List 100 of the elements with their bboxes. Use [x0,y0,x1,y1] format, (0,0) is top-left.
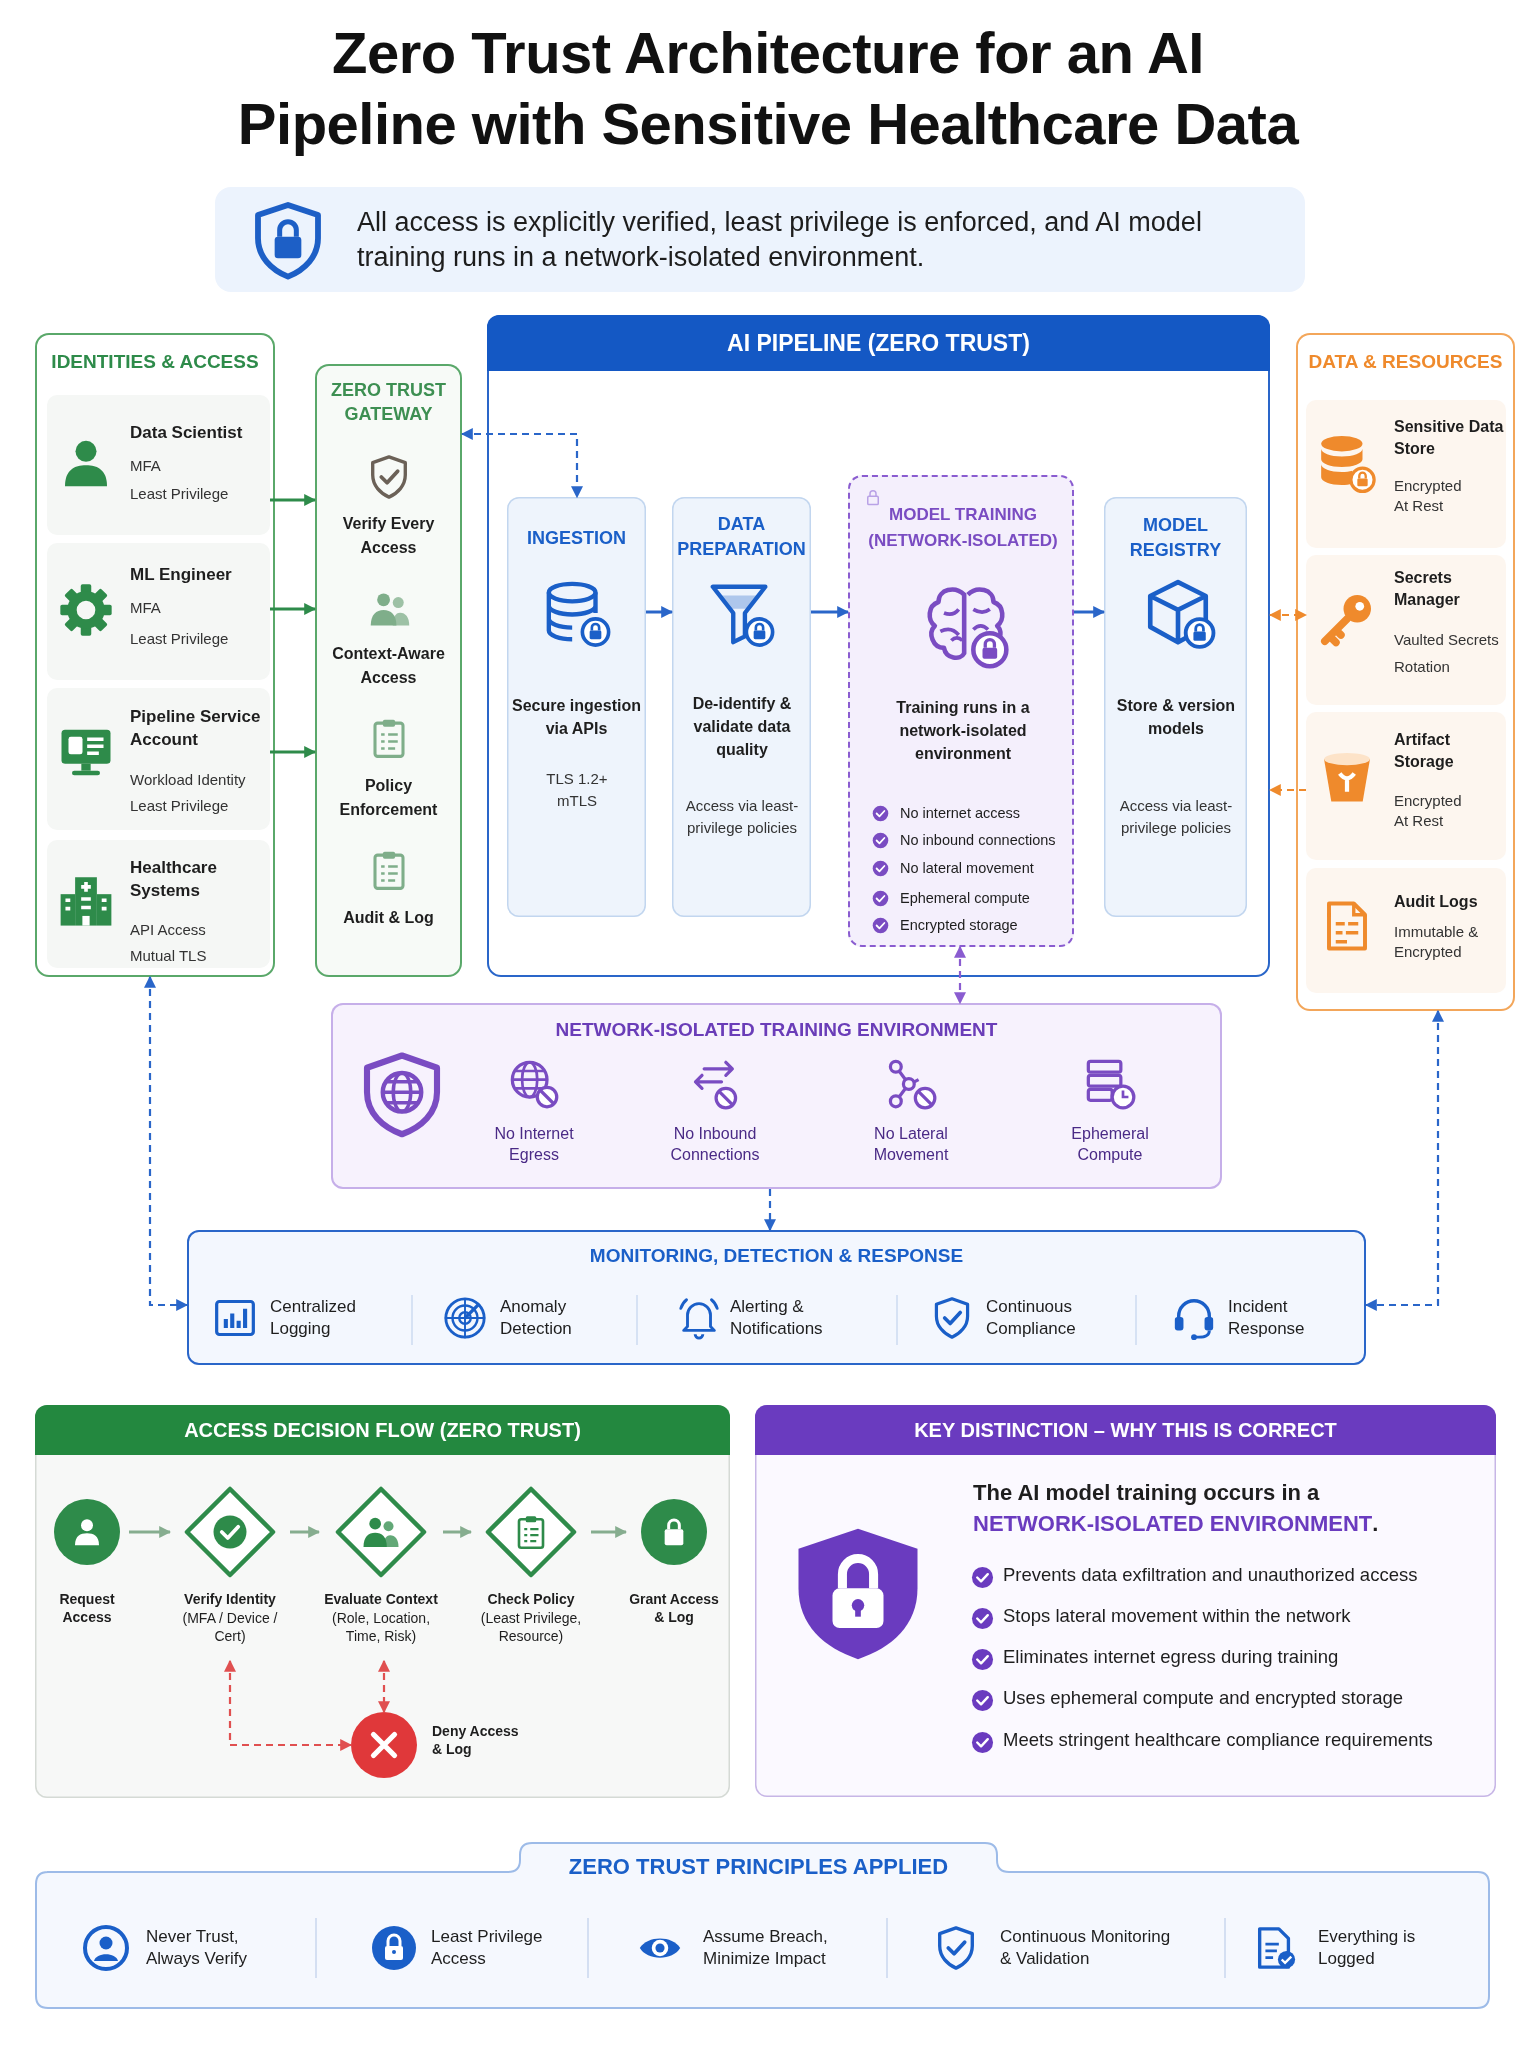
feature-label: Ephemeral Compute [1070,1124,1150,1165]
card [47,395,270,535]
card [47,840,270,968]
gateway-step-label: Verify Every Access [341,514,436,558]
principle-label: Assume Breach, Minimize Impact [703,1926,829,1971]
panel-header: ACCESS DECISION FLOW (ZERO TRUST) [35,1405,730,1455]
bullet-text: Ephemeral compute [900,889,1031,908]
arrow [1074,606,1106,618]
title: Zero Trust Architecture for an AI Pipeline with Sensitive Healthcare Data [236,19,1300,158]
feature-label: No Lateral Movement [872,1124,950,1165]
card-detail: Rotation [1394,657,1451,677]
stage-description: Secure ingestion via APIs [511,696,642,740]
bullet-text: Meets stringent healthcare compliance requirements [1003,1728,1434,1752]
card-title: Audit Logs [1394,892,1479,912]
bullet-text: Uses ephemeral compute and encrypted storage [1003,1686,1405,1710]
feature-label: Continuous Compliance [986,1296,1077,1341]
stage-heading: DATA PREPARATION [676,513,807,562]
banner-text: All access is explicitly verified, least privilege is enforced, and AI model training runs in a network-isolated environment. [357,206,1203,275]
panel-heading: IDENTITIES & ACCESS [50,350,260,374]
arrow [954,945,966,1005]
gateway-step-label: Audit & Log [342,908,435,928]
step-label: Verify Identity [183,1590,277,1609]
step-label: Grant Access & Log [628,1590,720,1627]
stage-description: Training runs in a network-isolated environment [895,698,1031,765]
card-title: ML Engineer [130,564,233,586]
panel-heading: DATA & RESOURCES [1307,350,1504,374]
arrow [290,1526,321,1538]
arrow [378,1659,390,1714]
card-detail: Least Privilege [130,484,230,504]
card-detail: Immutable & Encrypted [1394,922,1480,961]
feature-label: Anomaly Detection [500,1296,573,1341]
arrow [460,428,583,499]
panel [1296,333,1515,1011]
arrow [811,606,850,618]
card-detail: Workload Identity [130,770,247,790]
bullet-text: No lateral movement [900,859,1035,878]
arrow [270,603,317,615]
panel [35,333,275,977]
stage-card [507,497,646,917]
gateway-panel [315,364,462,977]
step-label: Deny Access & Log [432,1722,520,1759]
card [1306,400,1506,548]
arrow [1364,1009,1444,1311]
panel-heading: ZERO TRUST GATEWAY [330,379,447,427]
principle-label: Never Trust, Always Verify [146,1926,249,1971]
arrow [129,1526,172,1538]
stage-heading: MODEL REGISTRY [1128,514,1223,563]
card-detail: API Access [130,920,207,940]
stage-detail: Access via least-privilege policies [684,796,800,838]
gateway-step-label: Policy Enforcement [338,776,439,820]
arrow [591,1526,628,1538]
card-title: Secrets Manager [1394,568,1461,610]
card-title: Data Scientist [130,422,244,444]
card-detail: Vaulted Secrets [1394,630,1500,650]
card-detail: MFA [130,598,162,618]
feature-label: No Internet Egress [493,1124,575,1165]
step-detail: (MFA / Device / Cert) [181,1609,279,1646]
stage-card [848,475,1074,947]
card [1306,555,1506,705]
card [1306,868,1506,993]
card-title: Sensitive Data Store [1394,417,1505,459]
step-detail: (Least Privilege, Resource) [479,1609,583,1646]
card-title: Healthcare Systems [130,857,218,902]
arrow [270,746,317,758]
feature-label: Alerting & Notifications [730,1296,824,1341]
gateway-step-label: Context-Aware Access [331,644,446,688]
arrow [646,606,674,618]
bullet-text: Eliminates internet egress during training [1003,1645,1340,1669]
principle-label: Least Privilege Access [431,1926,544,1971]
card [47,543,270,680]
card [1306,712,1506,860]
card-detail: Encrypted At Rest [1394,476,1463,515]
statement-text: The AI model training occurs in a NETWORK-ISOLATED ENVIRONMENT. [973,1479,1380,1538]
card-title: Pipeline Service Account [130,706,262,751]
panel-heading: NETWORK-ISOLATED TRAINING ENVIRONMENT [554,1018,999,1042]
stage-detail: Access via least-privilege policies [1118,796,1234,838]
bullet-text: Prevents data exfiltration and unauthorized access [1003,1563,1419,1587]
stage-card [1104,497,1247,917]
card-title: Artifact Storage [1394,730,1455,772]
card-detail: Least Privilege [130,796,230,816]
bullet-text: Stops lateral movement within the network [1003,1604,1352,1628]
stage-detail: TLS 1.2+ mTLS [545,769,609,811]
stage-description: Store & version models [1115,696,1237,740]
panel [487,315,1270,977]
step-label: Request Access [58,1590,116,1627]
feature-label: Centralized Logging [270,1296,357,1341]
card-detail: Encrypted At Rest [1394,791,1463,830]
arrow [1268,784,1306,796]
arrow [270,494,317,506]
panel-heading: MONITORING, DETECTION & RESPONSE [588,1244,965,1268]
arrow [764,1189,776,1232]
card-detail: Mutual TLS [130,946,208,966]
arrow [224,1659,353,1751]
card-detail: MFA [130,456,162,476]
stage-card [672,497,811,917]
panel [35,1405,730,1798]
principle-label: Everything is Logged [1318,1926,1417,1971]
banner [215,187,1305,292]
bullet-text: Encrypted storage [900,916,1019,935]
arrow [1268,609,1308,621]
